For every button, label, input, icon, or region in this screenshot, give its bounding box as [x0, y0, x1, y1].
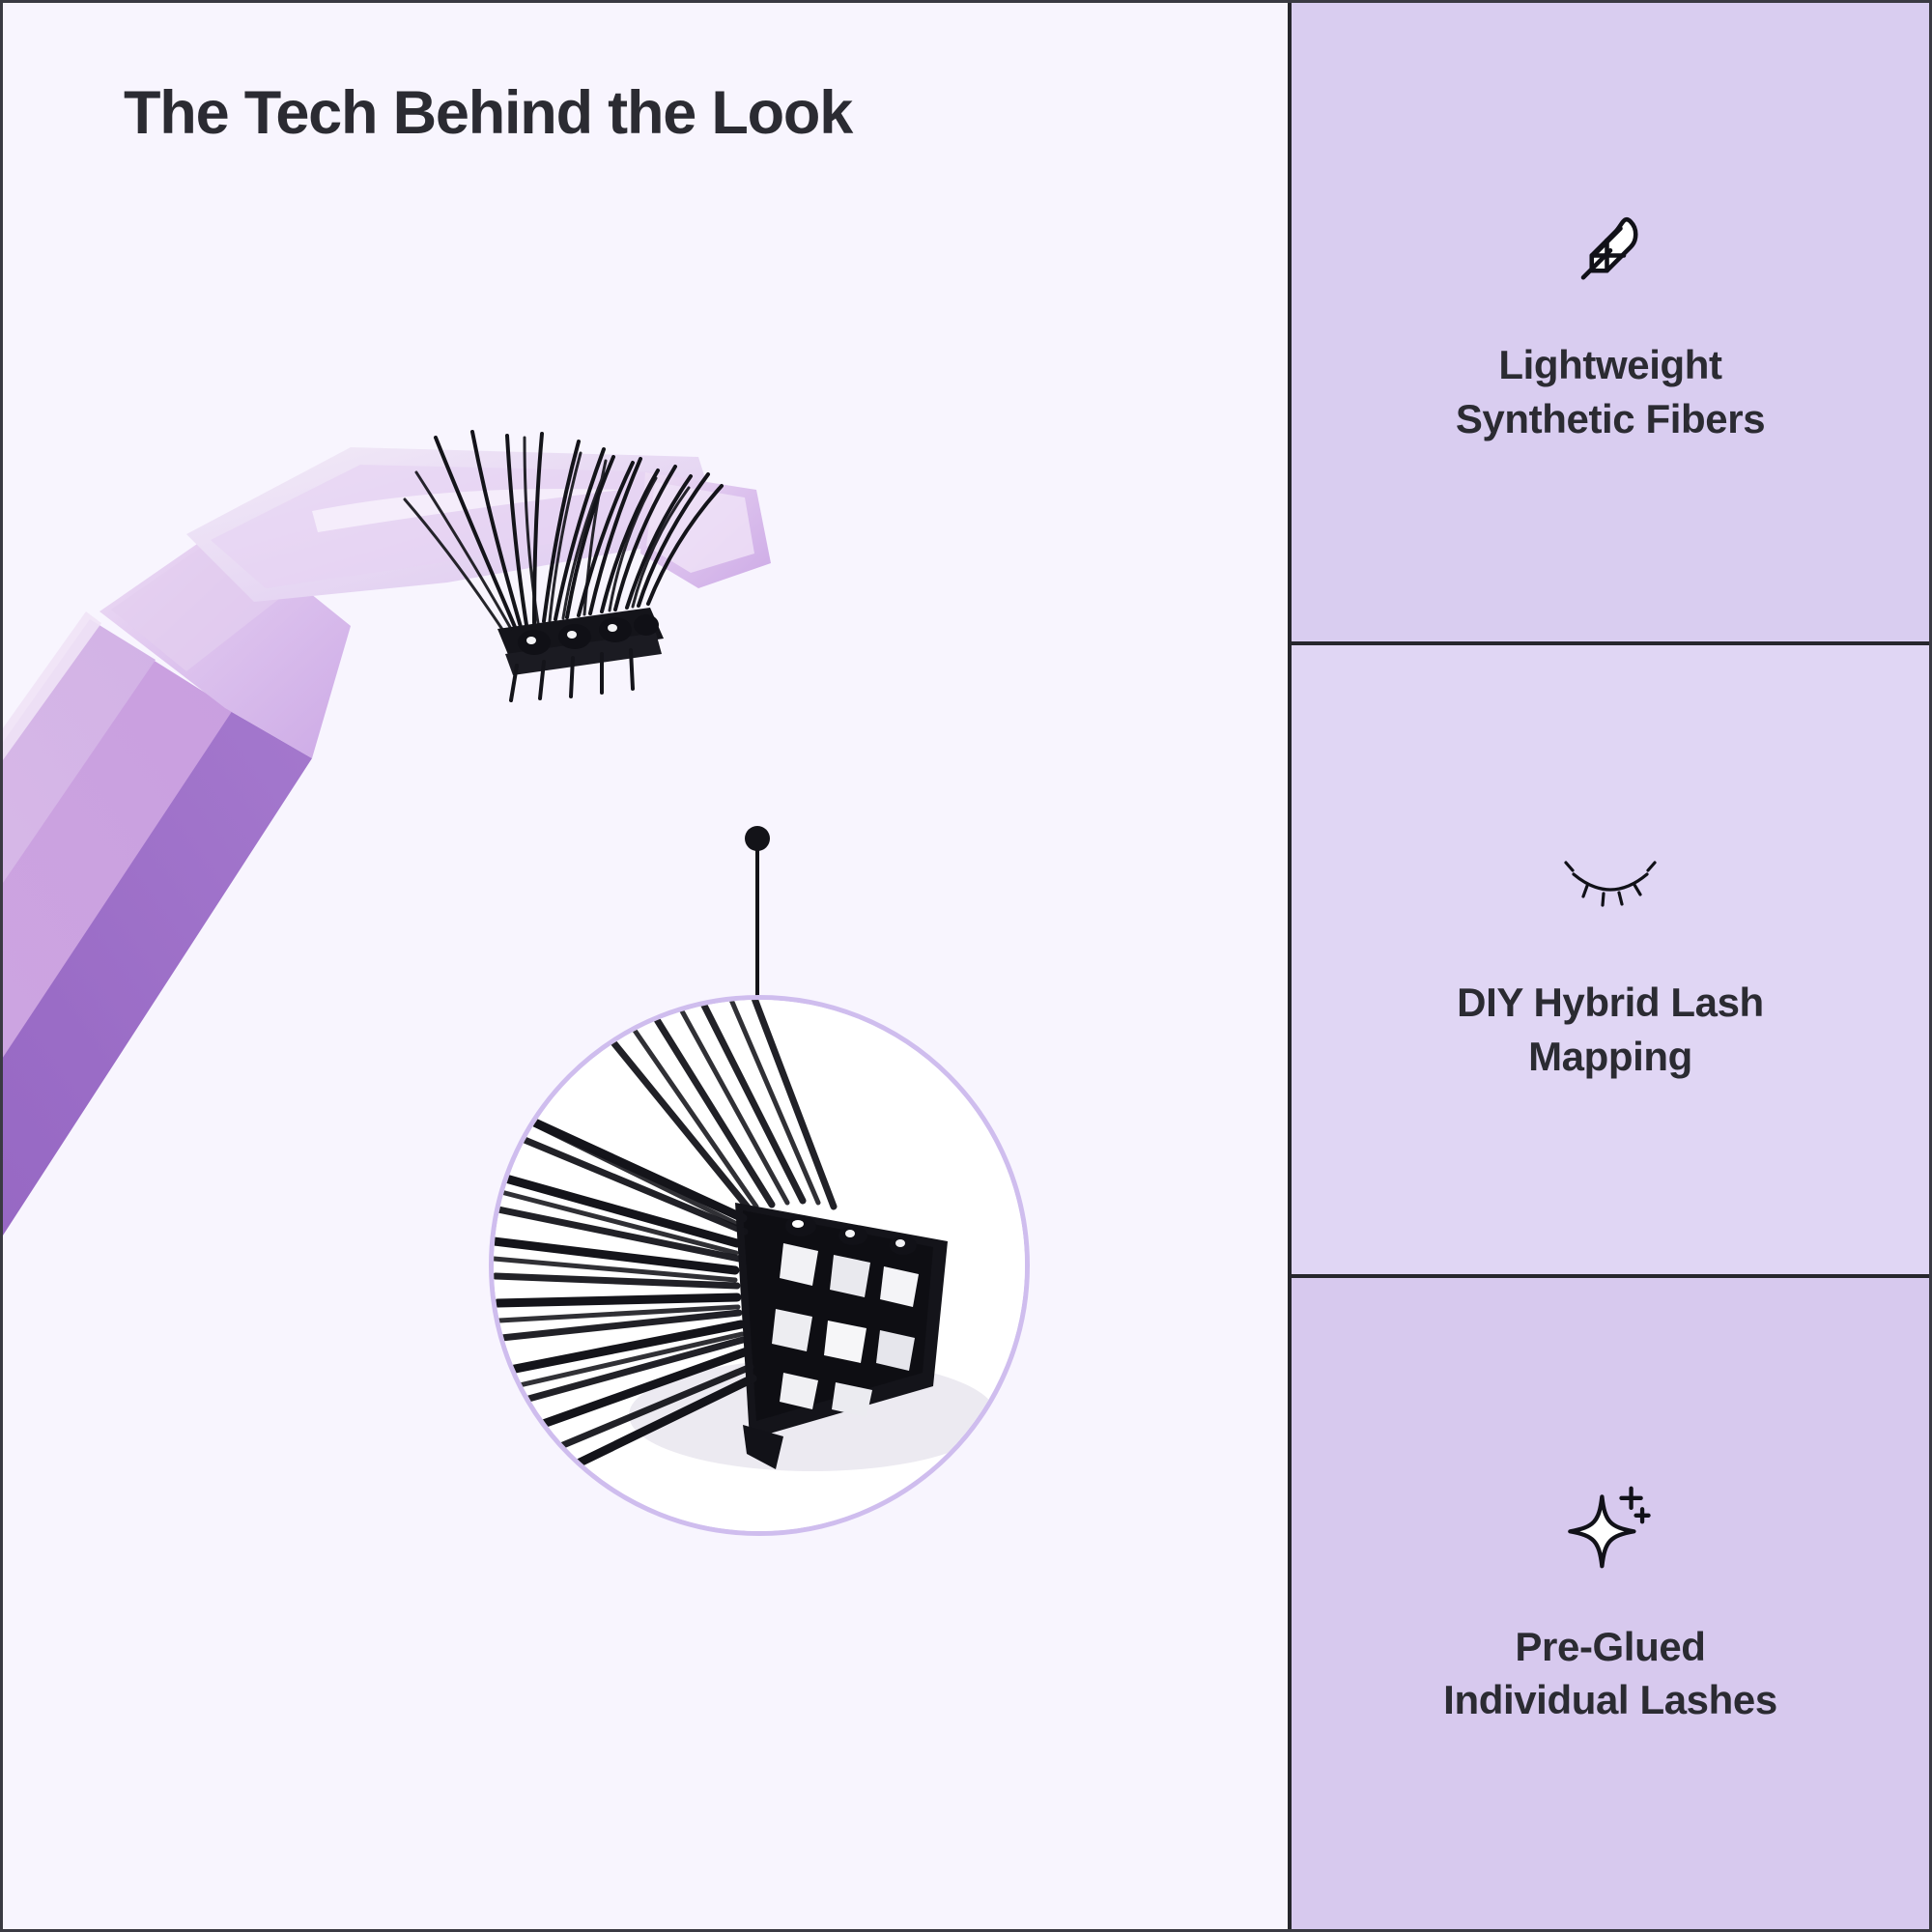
magnified-lash-band-detail	[494, 1000, 1025, 1531]
feature-card-pre-glued-individual-lashes[interactable]: Pre-Glued Individual Lashes	[1292, 1278, 1929, 1929]
feature-panel: Lightweight Synthetic Fibers DIY Hybrid …	[1288, 3, 1929, 1929]
magnifier-circle	[489, 995, 1030, 1536]
feature-card-label: Lightweight Synthetic Fibers	[1455, 342, 1766, 441]
feature-card-lightweight-synthetic-fibers[interactable]: Lightweight Synthetic Fibers	[1292, 3, 1929, 641]
feature-card-diy-hybrid-lash-mapping[interactable]: DIY Hybrid Lash Mapping	[1292, 641, 1929, 1278]
lash-cluster	[403, 430, 724, 702]
page-title: The Tech Behind the Look	[124, 79, 853, 147]
feature-card-label: DIY Hybrid Lash Mapping	[1457, 980, 1764, 1079]
sparkle-icon	[1568, 1481, 1653, 1574]
callout-connector-line	[755, 845, 759, 1005]
feature-card-label: Pre-Glued Individual Lashes	[1443, 1623, 1777, 1722]
feather-icon	[1570, 199, 1651, 292]
closed-eye-lash-icon	[1564, 837, 1657, 929]
hero-section: The Tech Behind the Look	[3, 3, 1291, 1929]
